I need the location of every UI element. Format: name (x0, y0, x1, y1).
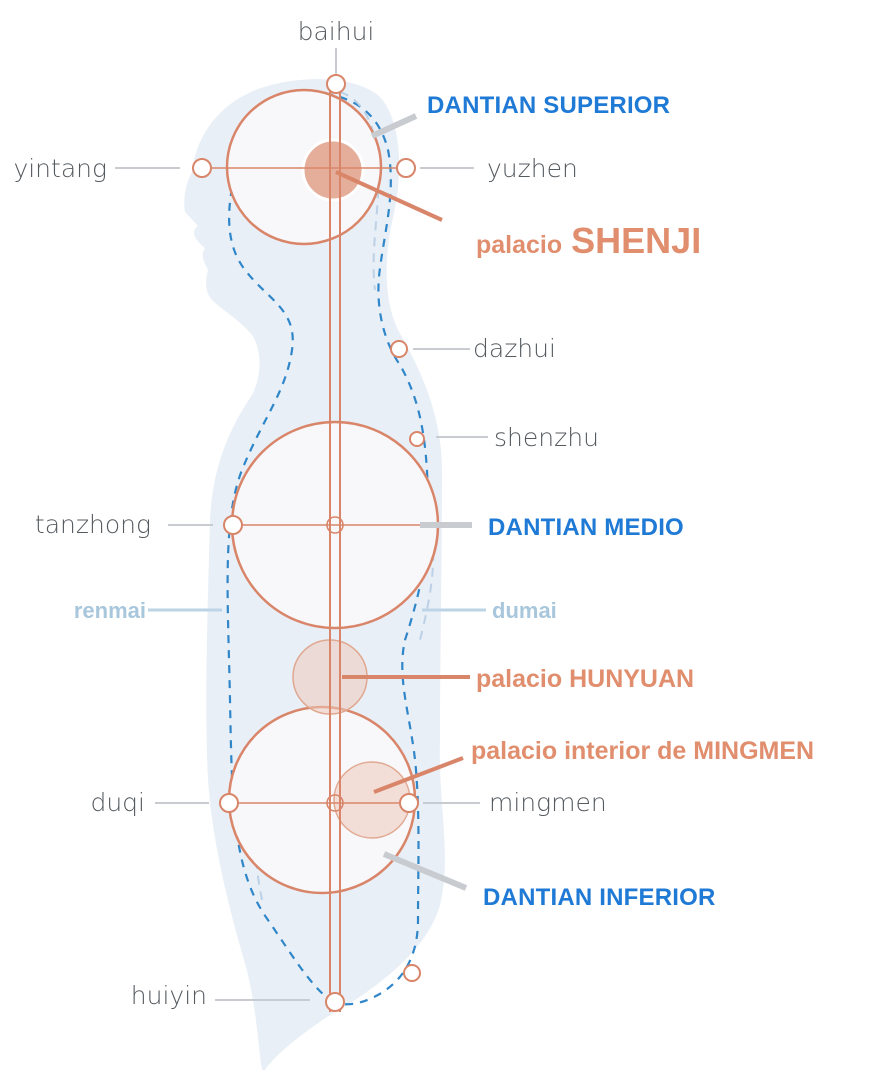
palace-mingmen-label: palacio interior de MINGMEN (471, 737, 814, 765)
mingmen-label: mingmen (489, 788, 607, 817)
palace-hunyuan-label: palacio HUNYUAN (476, 665, 694, 693)
palace-shenji-name: SHENJI (571, 220, 701, 261)
dantian-inferior-label: DANTIAN INFERIOR (483, 884, 716, 911)
huiyin-point (326, 993, 344, 1011)
palace-shenji-prefix: palacio (476, 231, 562, 259)
lower-back-point (404, 965, 420, 981)
baihui-label: baihui (298, 17, 375, 46)
dazhui-label: dazhui (473, 334, 556, 363)
yintang-label: yintang (13, 154, 107, 183)
renmai-label: renmai (74, 598, 146, 623)
yuzhen-label: yuzhen (487, 154, 578, 183)
mingmen-point (400, 794, 418, 812)
dazhui-point (391, 341, 407, 357)
palace-mingmen-circle (334, 762, 410, 838)
yintang-point (193, 159, 211, 177)
shenzhu-label: shenzhu (494, 423, 599, 452)
dantian-medio-label: DANTIAN MEDIO (488, 514, 684, 541)
tanzhong-point (224, 516, 242, 534)
baihui-point (327, 75, 345, 93)
shenzhu-point (410, 432, 424, 446)
palace-shenji-label: palacio SHENJI (476, 220, 701, 261)
huiyin-label: huiyin (131, 981, 207, 1010)
dumai-label: dumai (492, 598, 557, 623)
yuzhen-point (397, 159, 415, 177)
duqi-point (220, 794, 238, 812)
palace-shenji-circle (303, 140, 363, 200)
dantian-superior-label: DANTIAN SUPERIOR (427, 92, 670, 119)
duqi-label: duqi (90, 788, 145, 817)
tanzhong-label: tanzhong (35, 510, 151, 539)
